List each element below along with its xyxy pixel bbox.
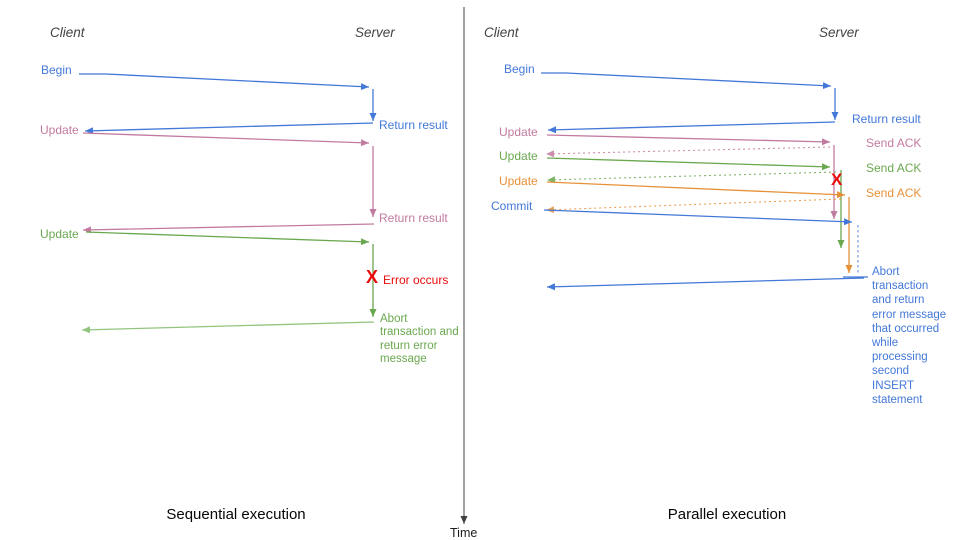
right-update2-ack-label: Send ACK: [866, 161, 922, 175]
right-update2-request-line: [546, 157, 831, 171]
right-update2-ack-line: [546, 171, 837, 184]
right-error-x-icon: X: [831, 170, 843, 189]
right-begin-request-line: [541, 72, 832, 90]
right-begin-return-line: [547, 121, 836, 134]
right-update2-label: Update: [499, 149, 538, 163]
right-commit-request-line: [543, 209, 853, 226]
left-update1-label: Update: [40, 123, 79, 137]
left-error-label: Error occurs: [383, 273, 449, 287]
left-begin-label: Begin: [41, 63, 72, 77]
left-abort-return-line: [81, 321, 375, 334]
left-caption: Sequential execution: [166, 506, 306, 523]
right-update1-ack-label: Send ACK: [866, 136, 922, 150]
left-update1-return-label: Return result: [379, 211, 448, 225]
right-update1-ack-line: [545, 146, 831, 158]
right-update1-label: Update: [499, 125, 538, 139]
left-client-header: Client: [50, 25, 85, 40]
left-server-header: Server: [355, 25, 395, 40]
right-update3-label: Update: [499, 174, 538, 188]
left-update2-label: Update: [40, 227, 79, 241]
left-update1-return-line: [82, 223, 375, 234]
right-update3-ack-label: Send ACK: [866, 186, 922, 200]
right-update3-ack-line: [545, 198, 842, 214]
time-axis-label: Time: [450, 526, 478, 540]
left-begin-return-line: [84, 122, 374, 135]
right-caption: Parallel execution: [667, 506, 787, 523]
left-abort-label: Abort transaction and return error messa…: [380, 313, 459, 366]
right-begin-label: Begin: [504, 62, 535, 76]
right-abort-return-line: [546, 277, 865, 291]
right-update1-request-line: [546, 134, 831, 146]
right-server-header: Server: [819, 25, 859, 40]
left-error-x-icon: X: [366, 267, 379, 287]
right-update3-request-line: [546, 181, 846, 199]
left-begin-request-line: [79, 73, 370, 91]
right-abort-label: Abort transaction and return error messa…: [872, 266, 947, 406]
left-update2-request-line: [85, 231, 370, 246]
right-begin-return-label: Return result: [852, 112, 921, 126]
right-client-header: Client: [484, 25, 519, 40]
left-begin-return-label: Return result: [379, 118, 448, 132]
left-update1-request-line: [82, 132, 370, 147]
right-commit-label: Commit: [491, 199, 533, 213]
